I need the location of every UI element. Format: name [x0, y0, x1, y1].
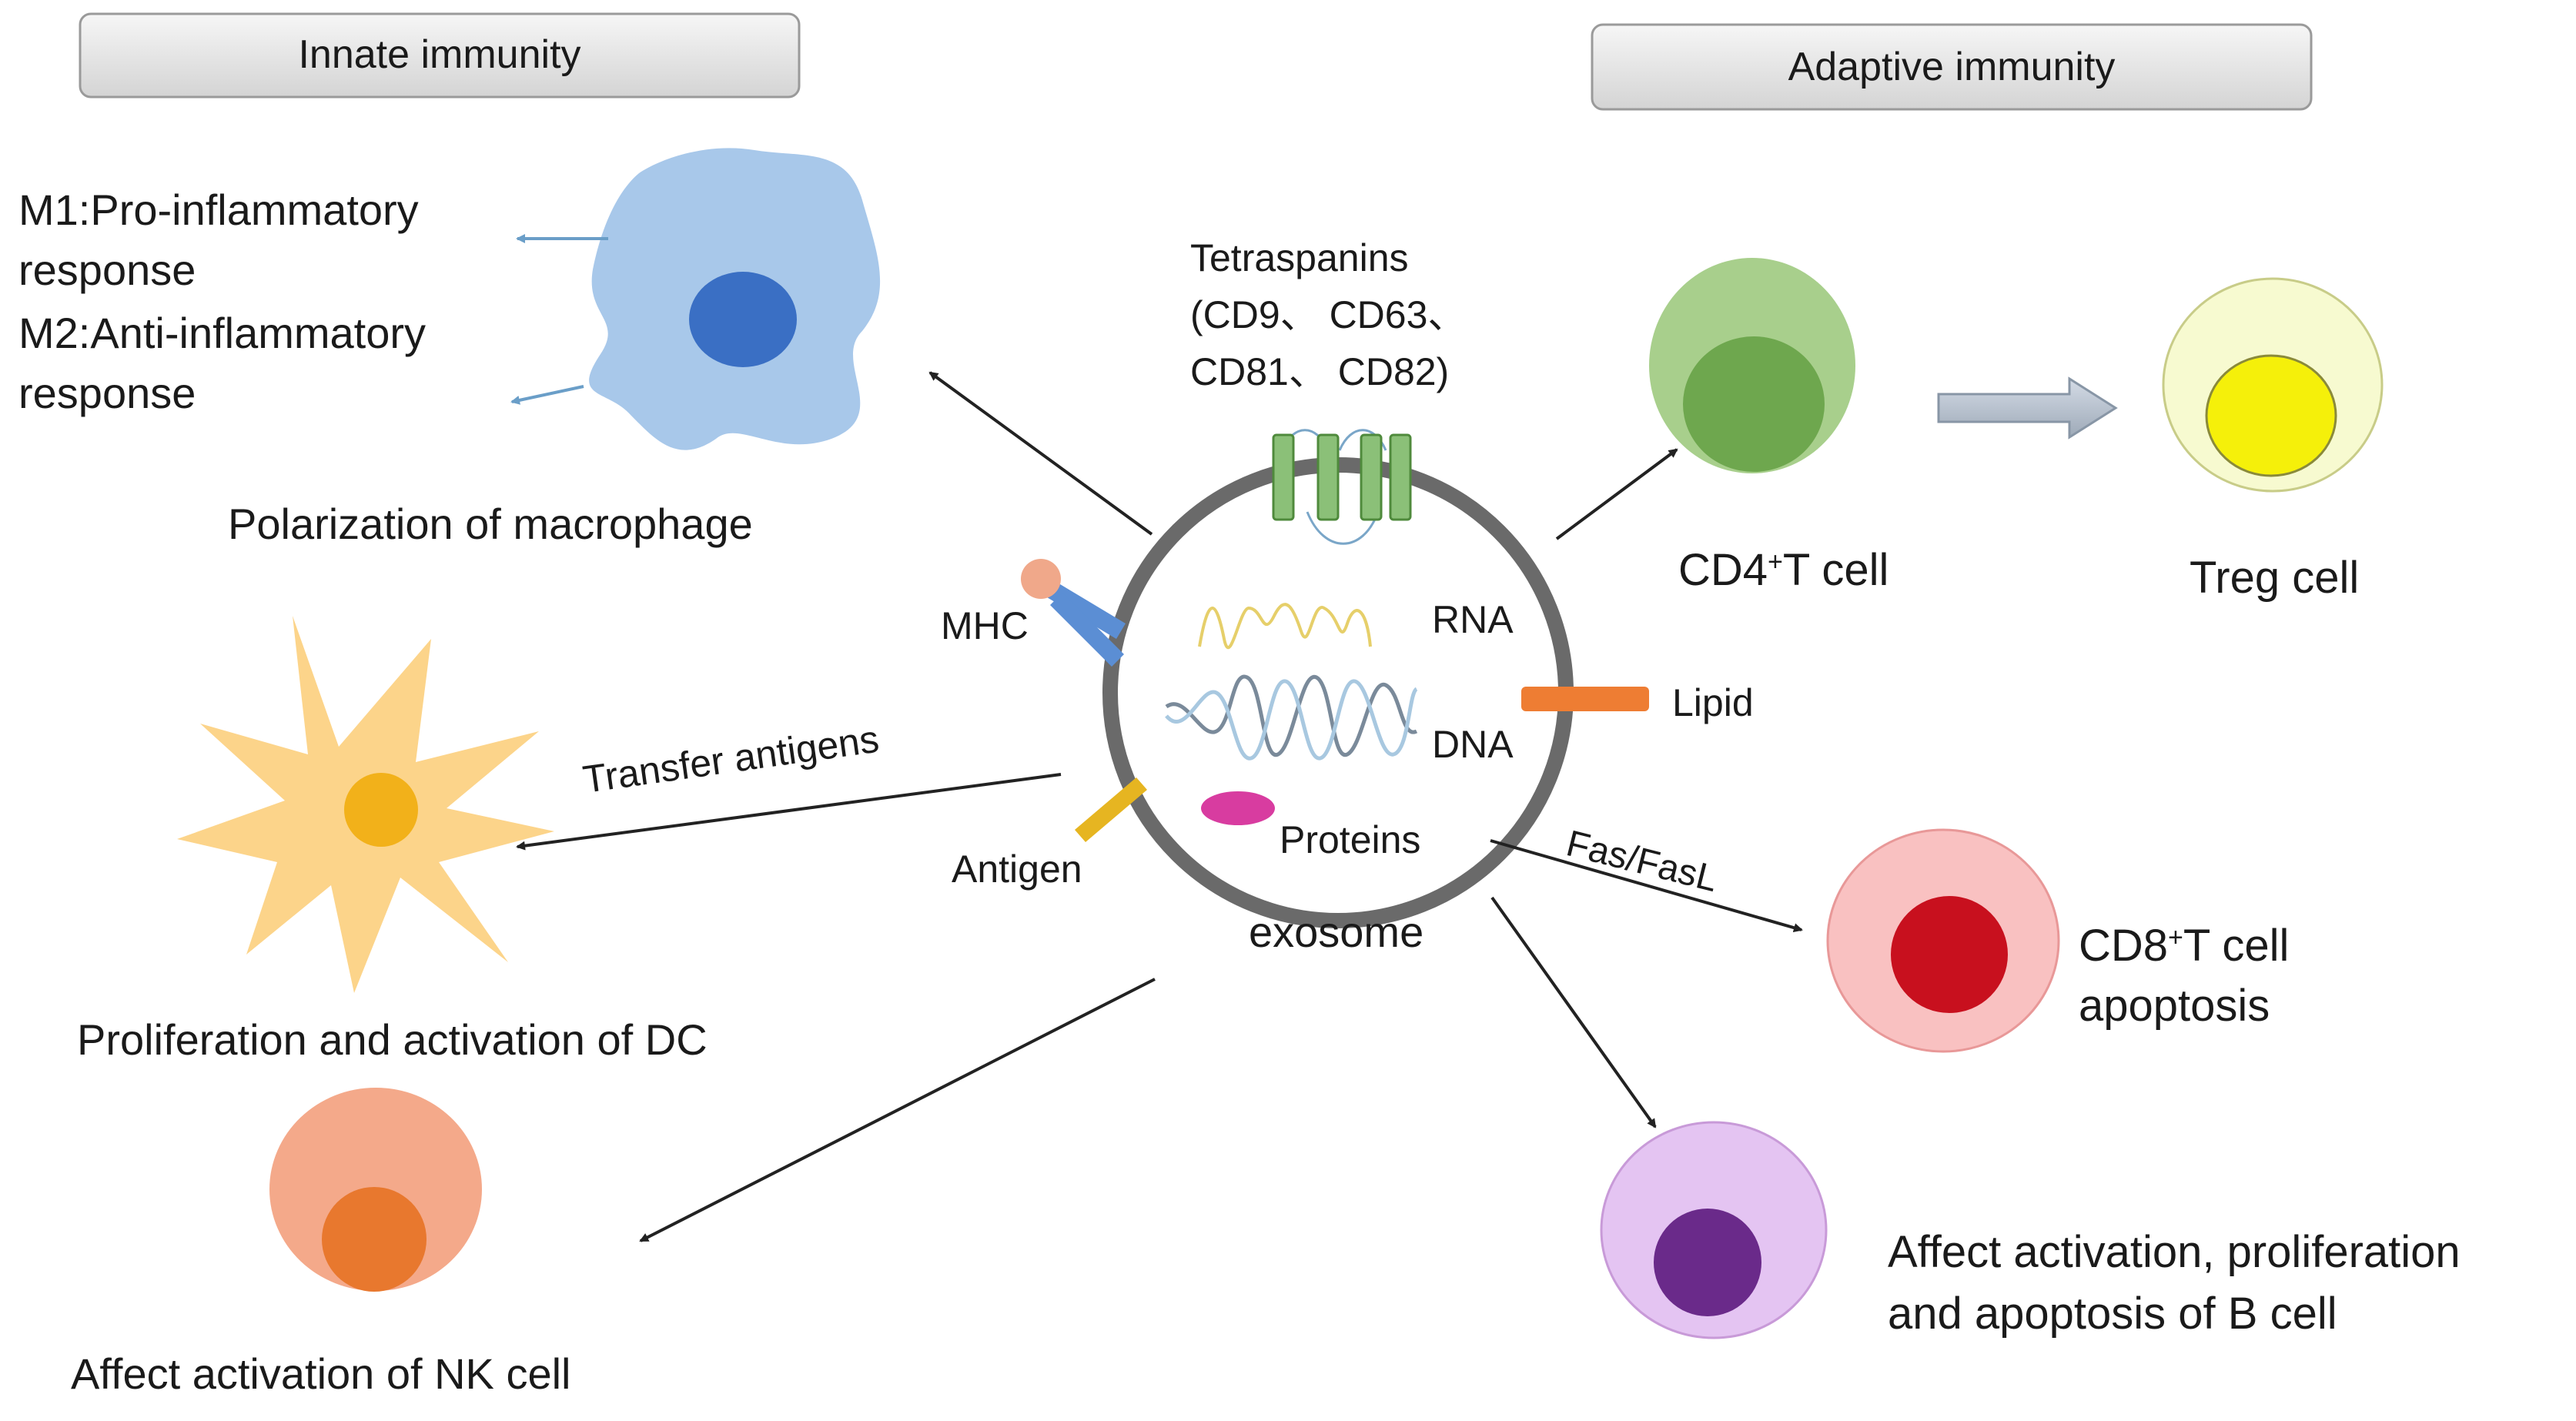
cd4-t-cell [1649, 258, 1855, 473]
rna-strand [1198, 603, 1372, 649]
b-cell [1600, 1121, 1828, 1339]
m1-label-line1: M1:Pro-inflammatory [18, 186, 419, 234]
cd8-t-cell-label: CD8+T cell [2079, 921, 2289, 971]
dna-label: DNA [1432, 723, 1514, 766]
tetraspanins-label-line3: CD81、 CD82) [1190, 350, 1449, 393]
transfer-antigens-arrow [516, 773, 1062, 851]
bcell-arrow [1490, 896, 1657, 1128]
innate-immunity-header: Innate immunity [79, 12, 801, 99]
macrophage-cell [589, 148, 881, 450]
tetraspanin-proteins [1272, 429, 1412, 545]
dendritic-cell-nucleus [344, 773, 418, 847]
cd8-arrow [1490, 839, 1803, 933]
bcell-label-line1: Affect activation, proliferation [1888, 1227, 2461, 1277]
treg-cell-label: Treg cell [2190, 553, 2359, 603]
dna-strand-b [1165, 679, 1418, 761]
cd8-t-cell-nucleus [1891, 896, 2008, 1013]
macrophage-polarization-arrows [510, 234, 608, 405]
b-cell-nucleus [1654, 1209, 1761, 1316]
proteins-blob [1201, 791, 1275, 825]
transfer-antigens-label: Transfer antigens [580, 717, 882, 801]
innate-immunity-label: Innate immunity [298, 32, 580, 77]
exosome-label: exosome [1249, 908, 1423, 956]
nk-cell-nucleus [322, 1187, 427, 1292]
mhc-peptide [1021, 559, 1061, 599]
macrophage-arrow [928, 371, 1153, 536]
tetraspanins-label-line2: (CD9、 CD63、 [1190, 293, 1466, 336]
treg-cell-nucleus [2205, 354, 2337, 477]
treg-cell [2162, 277, 2384, 493]
fas-fasl-label: Fas/FasL [1562, 823, 1721, 900]
adaptive-immunity-label: Adaptive immunity [1788, 45, 2116, 89]
nk-cell [269, 1088, 482, 1292]
cd8-apoptosis-label: apoptosis [2079, 981, 2270, 1031]
m1-label-line2: response [18, 246, 196, 294]
nk-arrow [639, 978, 1156, 1242]
exosome [1021, 429, 1649, 928]
cd4-to-treg-arrow [1937, 376, 2118, 440]
nk-caption: Affect activation of NK cell [71, 1349, 571, 1398]
tetraspanins-label-line1: Tetraspanins [1190, 236, 1409, 279]
antigen-rod [1075, 777, 1147, 842]
mhc-molecule [1021, 559, 1126, 667]
antigen-label: Antigen [952, 848, 1082, 891]
m2-label-line1: M2:Anti-inflammatory [18, 309, 426, 357]
rna-label: RNA [1432, 598, 1514, 641]
dc-caption: Proliferation and activation of DC [77, 1015, 708, 1064]
cd4-t-cell-label: CD4+T cell [1678, 545, 1889, 595]
bcell-label-line2: and apoptosis of B cell [1888, 1289, 2337, 1339]
macrophage-nucleus [689, 272, 797, 367]
cd4-arrow [1555, 448, 1678, 540]
cd4-t-cell-nucleus [1683, 336, 1825, 472]
lipid-bar [1521, 687, 1649, 711]
macrophage-caption: Polarization of macrophage [228, 500, 753, 548]
lipid-label: Lipid [1672, 681, 1754, 724]
m2-label-line2: response [18, 369, 196, 417]
cd8-t-cell [1826, 828, 2060, 1053]
mhc-label: MHC [941, 604, 1029, 647]
proteins-label: Proteins [1280, 818, 1420, 861]
dendritic-cell [177, 616, 554, 993]
adaptive-immunity-header: Adaptive immunity [1591, 23, 2313, 111]
